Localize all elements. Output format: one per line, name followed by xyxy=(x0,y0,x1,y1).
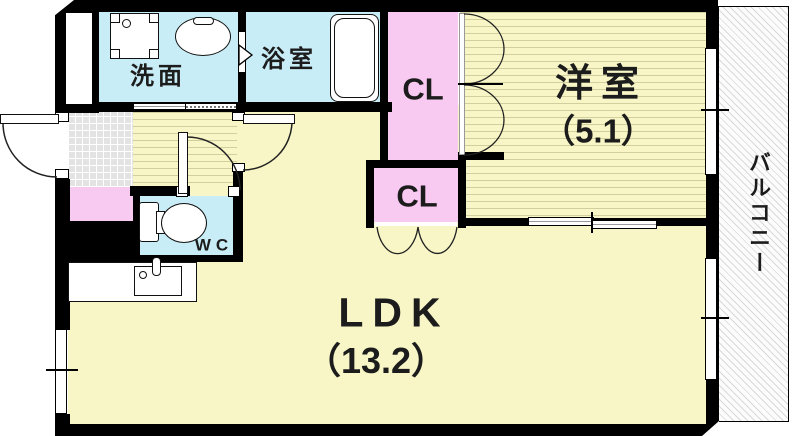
window-ldk-balcony-tick xyxy=(701,317,729,319)
washroom-sliding-door-track xyxy=(185,103,237,110)
entrance-door-arc xyxy=(2,122,58,178)
wall-hall-bottom xyxy=(130,186,190,196)
wall-entry-block xyxy=(55,221,140,262)
washing-machine-foot xyxy=(110,13,120,23)
entrance-door-leaf xyxy=(0,114,59,124)
closet-upper-door-opening xyxy=(459,13,465,155)
washing-machine-icon xyxy=(110,13,159,59)
wall-hall-ldk-upper xyxy=(233,102,243,115)
window-ldk-left xyxy=(55,329,67,414)
washing-machine-foot xyxy=(110,49,120,59)
wall-wc-left xyxy=(133,187,140,262)
closet-upper-floor xyxy=(388,12,458,160)
bathroom-door-gap xyxy=(239,32,245,72)
wall-top xyxy=(55,0,712,12)
wall-bathroom-closet xyxy=(380,12,388,167)
ldk-label: LDK xyxy=(338,289,450,336)
balcony-floor xyxy=(718,6,789,422)
washroom-sink-faucet xyxy=(193,17,214,25)
kitchen-sink-drain xyxy=(139,271,147,279)
western-room-size: （5.1） xyxy=(542,112,654,150)
closet-upper-label: CL xyxy=(402,71,444,107)
wall-wc-right xyxy=(233,196,243,262)
western-room-label: 洋室 xyxy=(554,63,648,105)
window-western-balcony-tick xyxy=(701,109,729,111)
wall-wc-bottom xyxy=(133,255,243,262)
entrance-jamb-bottom xyxy=(55,169,69,179)
closet-lower-label: CL xyxy=(396,178,438,214)
wall-closet-lower-top xyxy=(366,160,466,168)
entrance-floor xyxy=(68,112,133,187)
bathroom-label: 浴室 xyxy=(261,46,317,73)
washroom-label: 洗面 xyxy=(130,63,186,90)
wall-niche xyxy=(65,12,93,105)
window-western-balcony xyxy=(705,48,717,175)
closet-lower-floor xyxy=(374,167,458,222)
washroom-sliding-door-panel xyxy=(133,103,187,110)
balcony-label: バルコニー xyxy=(746,151,771,276)
ldk-door-leaf xyxy=(243,114,295,124)
wall-closet-lower-right xyxy=(458,160,466,228)
wall-bottom xyxy=(55,424,712,436)
wall-closet-upper-stub xyxy=(458,152,504,160)
wc-label: WC xyxy=(194,235,234,255)
bathtub-inner xyxy=(334,18,375,98)
western-sliding-door-tick xyxy=(591,212,593,233)
closet-lower-door-opening xyxy=(375,222,457,226)
wc-door-leaf xyxy=(178,132,188,194)
western-sliding-door-panel-b xyxy=(592,220,657,229)
bathtub-icon xyxy=(330,14,379,102)
window-ldk-balcony xyxy=(705,258,717,380)
wc-door-jamb-right xyxy=(228,186,240,197)
toilet-bowl xyxy=(161,203,207,243)
ldk-size: （13.2） xyxy=(304,340,448,381)
wall-closet-lower-left xyxy=(366,168,374,228)
kitchen-faucet xyxy=(152,257,161,276)
window-ldk-left-tick xyxy=(46,369,78,371)
washing-machine-knob xyxy=(122,19,131,28)
washing-machine-foot xyxy=(149,49,159,59)
wall-left-lower xyxy=(55,414,70,436)
washing-machine-foot xyxy=(149,13,159,23)
western-sliding-door-panel-a xyxy=(528,217,594,226)
ldk-door-jamb-bottom xyxy=(232,163,245,172)
entrance-closet-floor xyxy=(68,187,133,221)
